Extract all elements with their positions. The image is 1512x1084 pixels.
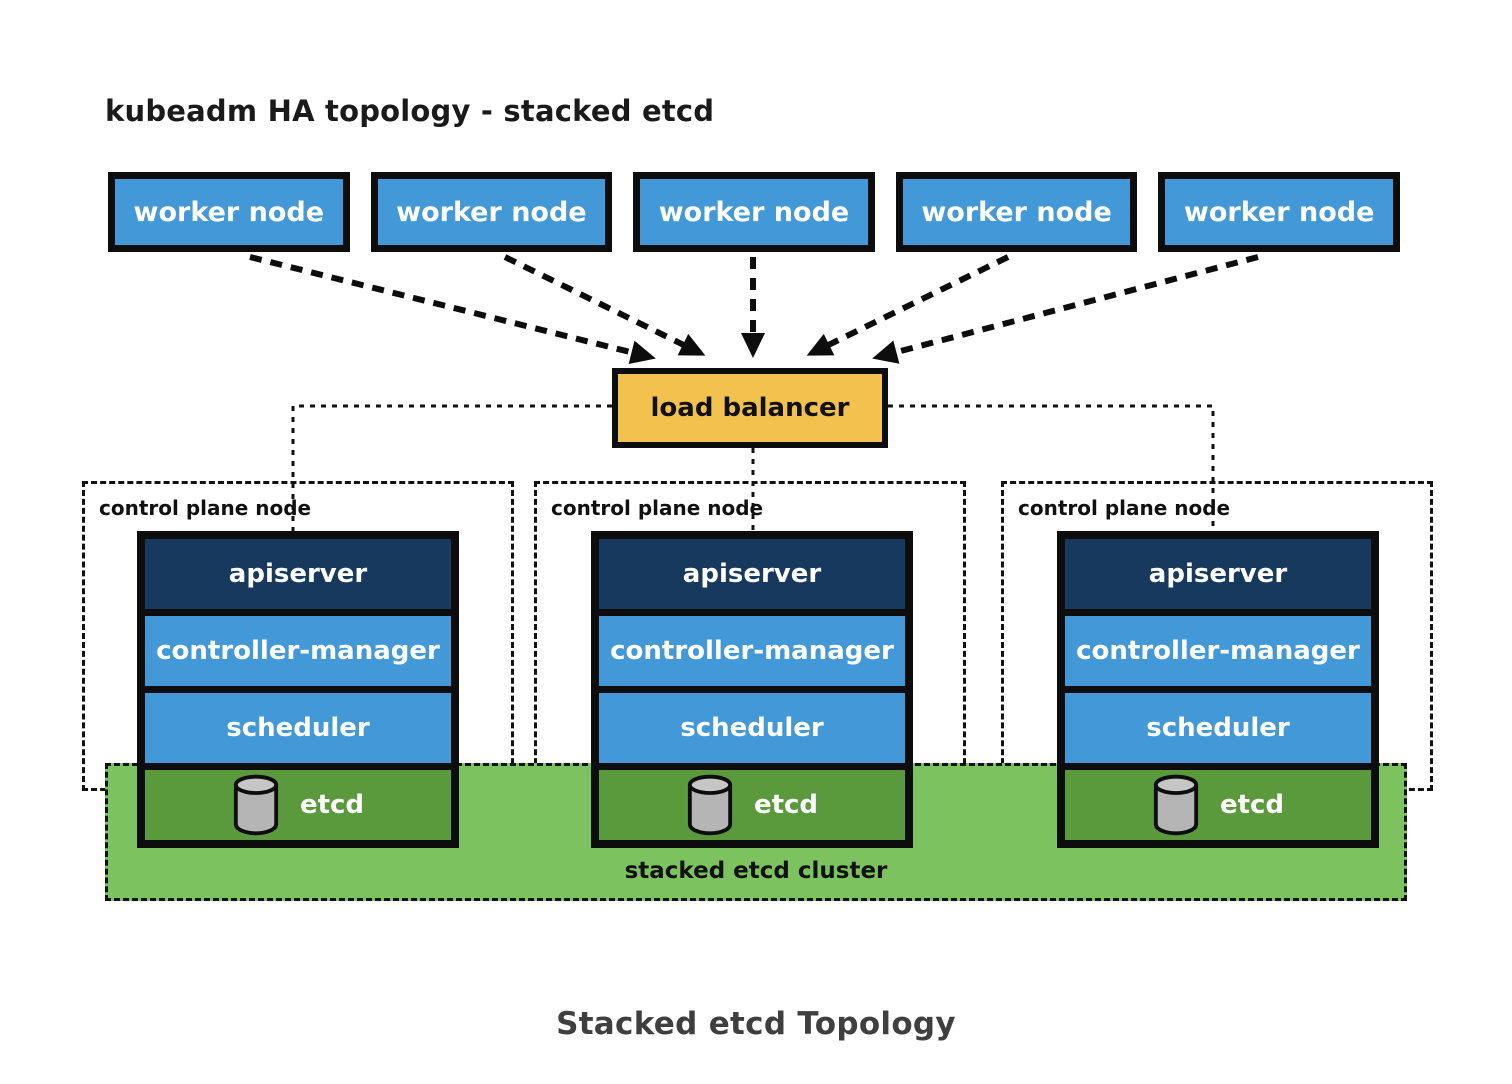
- etcd-label: etcd: [299, 790, 365, 820]
- control-plane-stack: apiserver controller-manager scheduler e…: [591, 531, 913, 848]
- worker-node-box: worker node: [370, 172, 613, 252]
- worker-node-row: worker node worker node worker node work…: [108, 172, 1400, 252]
- diagram-title: kubeadm HA topology - stacked etcd: [105, 94, 715, 128]
- worker-node-box: worker node: [633, 172, 875, 252]
- control-plane-stack: apiserver controller-manager scheduler e…: [137, 531, 459, 848]
- worker-arrow: [249, 254, 656, 365]
- worker-to-loadbalancer-arrows: [249, 254, 1259, 365]
- scheduler-box: scheduler: [1065, 693, 1371, 763]
- worker-node-box: worker node: [895, 172, 1138, 252]
- worker-arrow: [503, 254, 706, 356]
- control-plane-stack: apiserver controller-manager scheduler e…: [1057, 531, 1379, 848]
- scheduler-box: scheduler: [145, 693, 451, 763]
- worker-arrow: [872, 254, 1259, 364]
- diagram-caption: Stacked etcd Topology: [556, 1006, 956, 1042]
- worker-node-box: worker node: [1158, 172, 1400, 252]
- control-plane-node-label: control plane node: [95, 496, 316, 520]
- apiserver-box: apiserver: [1065, 539, 1371, 609]
- database-icon: [1152, 774, 1200, 836]
- control-plane-node-label: control plane node: [1014, 496, 1235, 520]
- database-icon: [232, 774, 280, 836]
- etcd-label: etcd: [753, 790, 819, 820]
- stacked-etcd-cluster-label: stacked etcd cluster: [624, 858, 888, 884]
- apiserver-box: apiserver: [599, 539, 905, 609]
- controller-manager-box: controller-manager: [145, 616, 451, 686]
- database-icon: [686, 774, 734, 836]
- control-plane-node-label: control plane node: [547, 496, 768, 520]
- worker-node-box: worker node: [108, 172, 350, 252]
- load-balancer-box: load balancer: [612, 368, 888, 448]
- etcd-box: etcd: [1065, 770, 1371, 840]
- etcd-label: etcd: [1219, 790, 1285, 820]
- scheduler-box: scheduler: [599, 693, 905, 763]
- controller-manager-box: controller-manager: [1065, 616, 1371, 686]
- controller-manager-box: controller-manager: [599, 616, 905, 686]
- worker-arrow: [806, 254, 1010, 356]
- apiserver-box: apiserver: [145, 539, 451, 609]
- etcd-box: etcd: [599, 770, 905, 840]
- etcd-box: etcd: [145, 770, 451, 840]
